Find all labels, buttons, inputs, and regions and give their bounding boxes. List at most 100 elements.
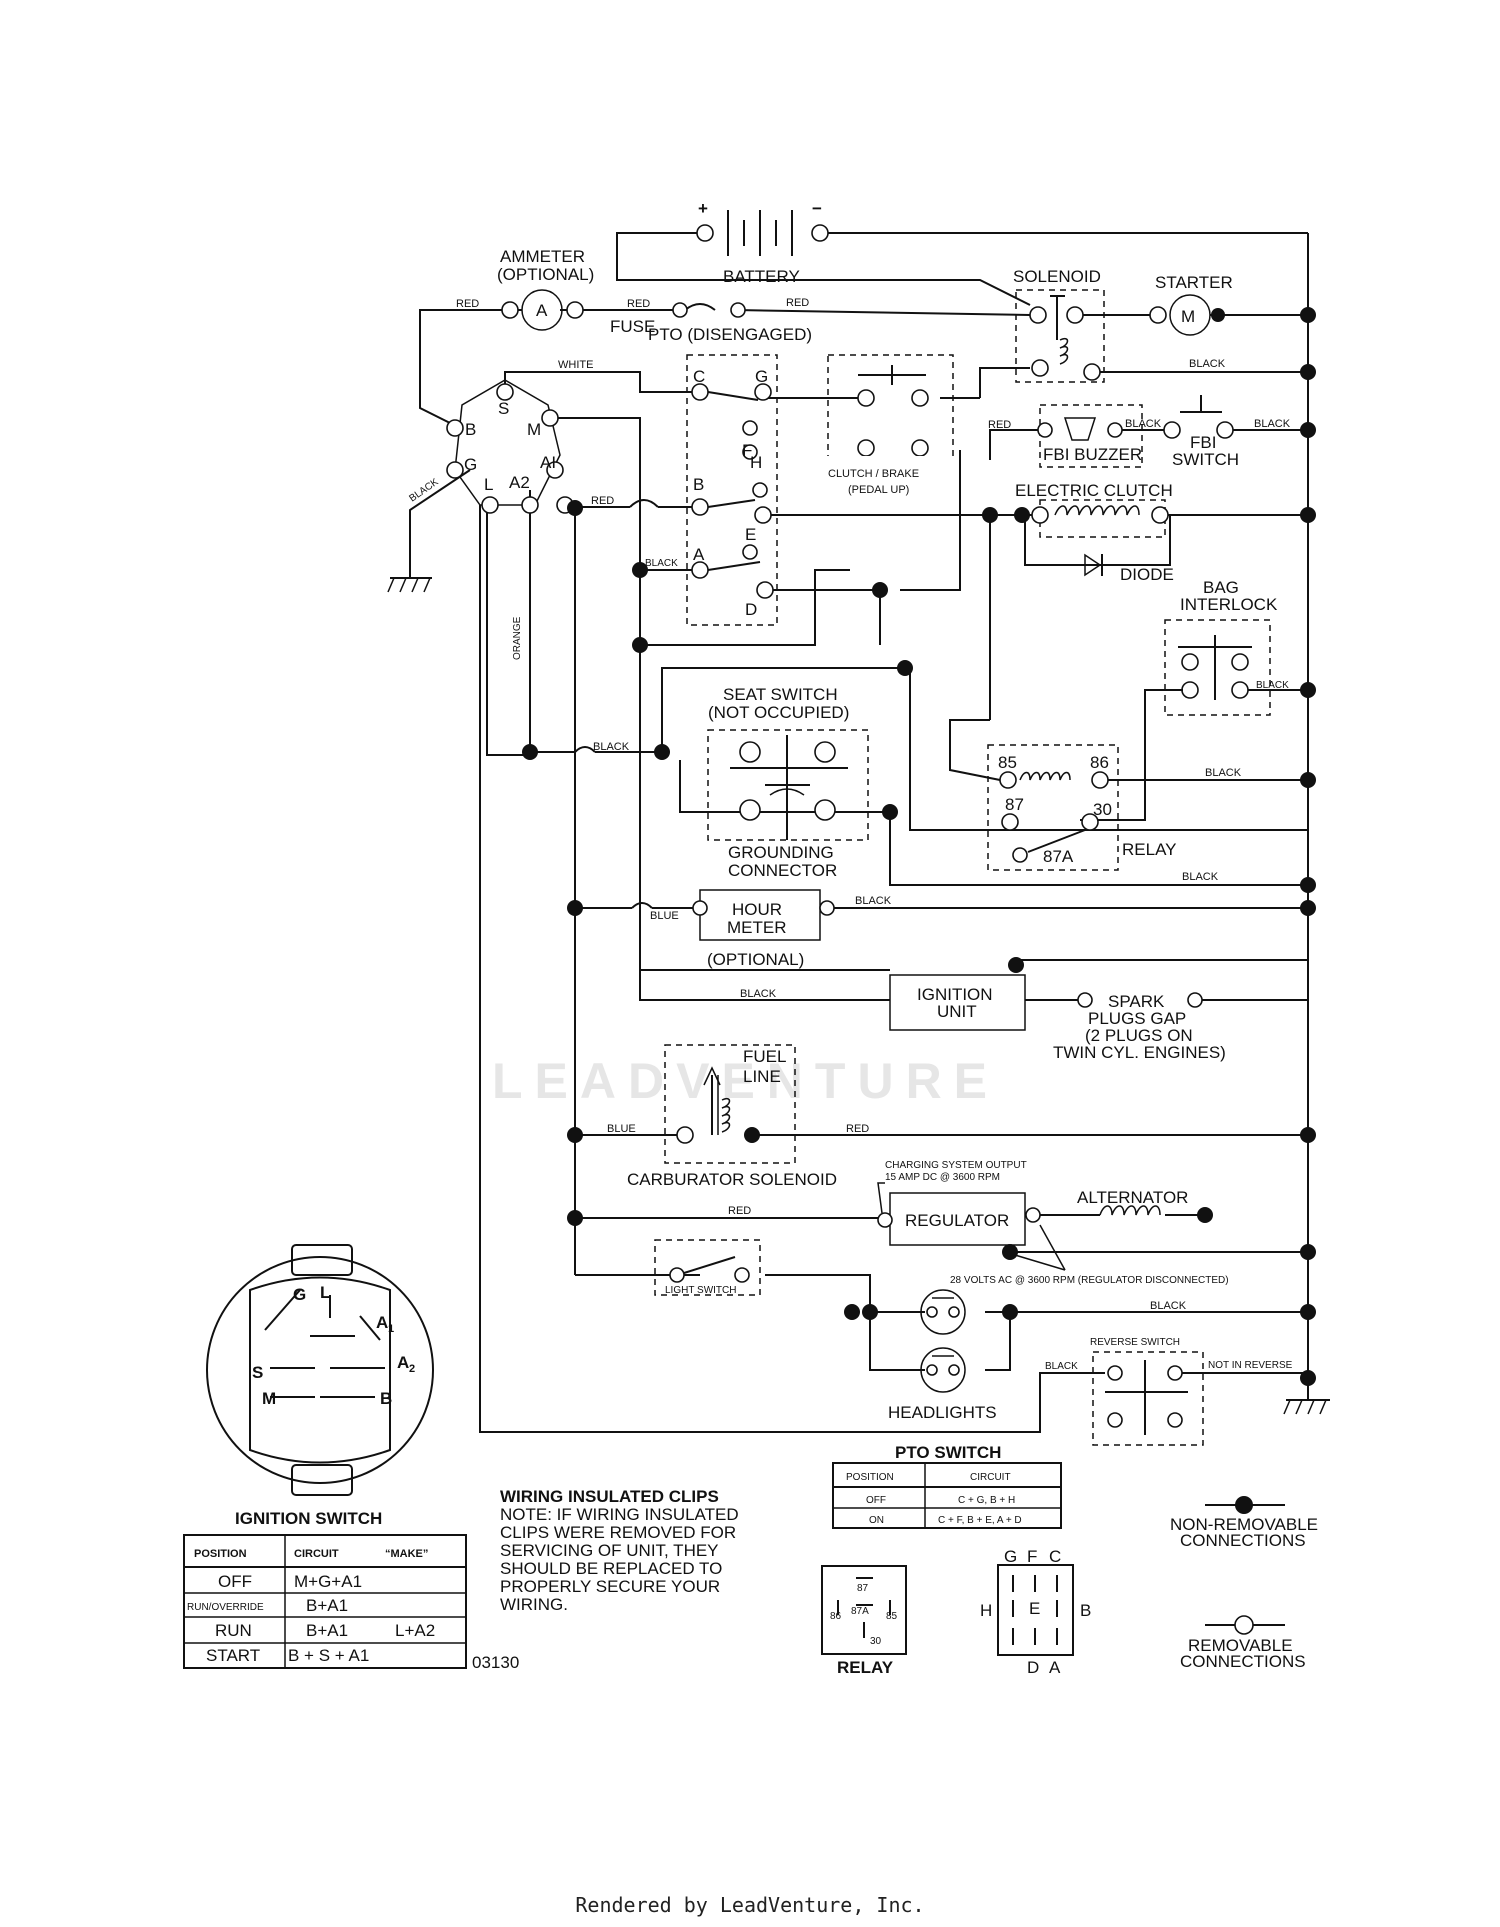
pto-terminal-b: B — [693, 475, 704, 494]
starter-symbol: M — [1181, 307, 1195, 326]
plug-relay-85: 85 — [886, 1611, 898, 1622]
ammeter-label: AMMETER — [500, 247, 585, 266]
carburator-solenoid-label: CARBURATOR SOLENOID — [627, 1170, 837, 1189]
plug-pto-e: E — [1029, 1599, 1040, 1618]
ign-table-cell: B + S + A1 — [288, 1646, 369, 1665]
ignition-unit-label: IGNITION — [917, 985, 993, 1004]
ign-table-cell: L+A2 — [395, 1621, 435, 1640]
spark-plugs: SPARK PLUGS GAP (2 PLUGS ON TWIN CYL. EN… — [1053, 992, 1226, 1062]
spark-label: SPARK — [1108, 992, 1165, 1011]
ignition-unit: IGNITION UNIT — [889, 974, 1026, 1031]
fbi-buzzer-label: FBI BUZZER — [1043, 445, 1142, 464]
reverse-switch: REVERSE SWITCH — [1090, 1337, 1204, 1446]
fbi-switch-label-2: SWITCH — [1172, 450, 1239, 469]
wire-red-label: RED — [456, 298, 479, 310]
ign-table-header-position: POSITION — [194, 1548, 247, 1560]
wire-black-label: BLACK — [1150, 1300, 1187, 1312]
relay-connector: 87 86 87A 85 30 RELAY — [821, 1565, 907, 1677]
ign-terminal-b: B — [465, 420, 476, 439]
plug-ign-a2: A — [397, 1353, 409, 1372]
regulator: REGULATOR CHARGING SYSTEM OUTPUT 15 AMP … — [877, 1160, 1041, 1246]
ign-table-header-circuit: CIRCUIT — [294, 1548, 339, 1560]
wire-red-label: RED — [786, 297, 809, 309]
clips-note: WIRING INSULATED CLIPS NOTE: IF WIRING I… — [500, 1487, 739, 1614]
plug-ign-s: S — [252, 1363, 263, 1382]
junction-dots — [522, 307, 1316, 1386]
ground-symbol — [387, 577, 1330, 1415]
plug-ign-a2-sub: 2 — [409, 1363, 415, 1375]
diode: DIODE — [1084, 553, 1174, 584]
clips-note-line: WIRING. — [500, 1595, 568, 1614]
ammeter-symbol: A — [536, 301, 548, 320]
pto-switch-schematic: C G F H B E A D — [686, 354, 778, 626]
reverse-switch-label: REVERSE SWITCH — [1090, 1337, 1180, 1348]
headlights: HEADLIGHTS — [888, 1289, 997, 1422]
pto-terminal-h: H — [750, 453, 762, 472]
wire-black-label: BLACK — [1256, 680, 1289, 691]
clips-note-line: SERVICING OF UNIT, THEY — [500, 1541, 719, 1560]
wire-black-label: BLACK — [1205, 767, 1242, 779]
wire-red-label: RED — [846, 1123, 869, 1135]
clips-note-line: SHOULD BE REPLACED TO — [500, 1559, 722, 1578]
pto-table-cell: OFF — [866, 1495, 886, 1506]
fuse-label: FUSE — [610, 317, 655, 336]
wire-blue-label: BLUE — [650, 910, 679, 922]
plug-relay-86: 86 — [830, 1611, 842, 1622]
bag-interlock-label: BAG — [1203, 578, 1239, 597]
ign-table-cell: START — [206, 1646, 260, 1665]
plug-pto-g: G — [1004, 1547, 1017, 1566]
battery-plus: + — [698, 199, 708, 218]
relay-terminal-87: 87 — [1005, 795, 1024, 814]
light-switch: LIGHT SWITCH — [654, 1239, 761, 1296]
hour-meter: HOUR METER (OPTIONAL) — [692, 889, 835, 969]
charging-output-label: CHARGING SYSTEM OUTPUT — [885, 1160, 1027, 1171]
hour-meter-label: HOUR — [732, 900, 782, 919]
seat-switch-label: SEAT SWITCH — [723, 685, 838, 704]
starter-label: STARTER — [1155, 273, 1233, 292]
ign-terminal-s: S — [498, 399, 509, 418]
relay-label: RELAY — [1122, 840, 1177, 859]
solenoid-label: SOLENOID — [1013, 267, 1101, 286]
clips-title: WIRING INSULATED CLIPS — [500, 1487, 719, 1506]
ignition-table: POSITION CIRCUIT “MAKE” OFF M+G+A1 RUN/O… — [183, 1534, 467, 1669]
wire-black-label: BLACK — [645, 558, 678, 569]
fbi-switch-label: FBI — [1190, 433, 1216, 452]
battery: + − BATTERY — [696, 199, 829, 286]
plug-ign-b: B — [380, 1389, 392, 1408]
fbi-switch: FBI SWITCH — [1163, 395, 1239, 469]
pto-table-header: POSITION — [846, 1472, 894, 1483]
light-switch-label: LIGHT SWITCH — [665, 1285, 736, 1296]
ign-table-cell: B+A1 — [306, 1621, 348, 1640]
legend: NON-REMOVABLE CONNECTIONS REMOVABLE CONN… — [1170, 1496, 1318, 1671]
part-number: 03130 — [472, 1653, 519, 1672]
pto-terminal-d: D — [745, 600, 757, 619]
relay-terminal-86: 86 — [1090, 753, 1109, 772]
ammeter-optional: (OPTIONAL) — [497, 265, 594, 284]
relay-terminal-30: 30 — [1093, 800, 1112, 819]
bag-interlock-label-2: INTERLOCK — [1180, 595, 1278, 614]
plug-ign-g: G — [293, 1285, 306, 1304]
plug-pto-b: B — [1080, 1601, 1091, 1620]
wire-black-label: BLACK — [1254, 418, 1291, 430]
plug-pto-d: D — [1027, 1658, 1039, 1677]
relay-schematic: 85 86 87 30 87A RELAY — [987, 744, 1177, 871]
plug-pto-f: F — [1027, 1547, 1037, 1566]
pto-terminal-c: C — [693, 367, 705, 386]
ign-table-cell: RUN/OVERRIDE — [187, 1602, 264, 1613]
pto-terminal-e: E — [745, 525, 756, 544]
plug-pto-c: C — [1049, 1547, 1061, 1566]
plug-ign-l: L — [320, 1283, 330, 1302]
ign-terminal-m: M — [527, 420, 541, 439]
clutch-brake-switch: CLUTCH / BRAKE (PEDAL UP) — [826, 354, 958, 498]
wire-black-label: BLACK — [1125, 418, 1162, 430]
wire-black-label: BLACK — [740, 988, 777, 1000]
legend-removable-2: CONNECTIONS — [1180, 1652, 1306, 1671]
plug-pto-h: H — [980, 1601, 992, 1620]
wire-black-label: BLACK — [593, 741, 630, 753]
ign-terminal-l: L — [484, 475, 493, 494]
battery-minus: − — [812, 199, 822, 218]
battery-label: BATTERY — [723, 267, 800, 286]
charging-output-label-2: 15 AMP DC @ 3600 RPM — [885, 1172, 1000, 1183]
electric-clutch: ELECTRIC CLUTCH — [1015, 481, 1173, 538]
